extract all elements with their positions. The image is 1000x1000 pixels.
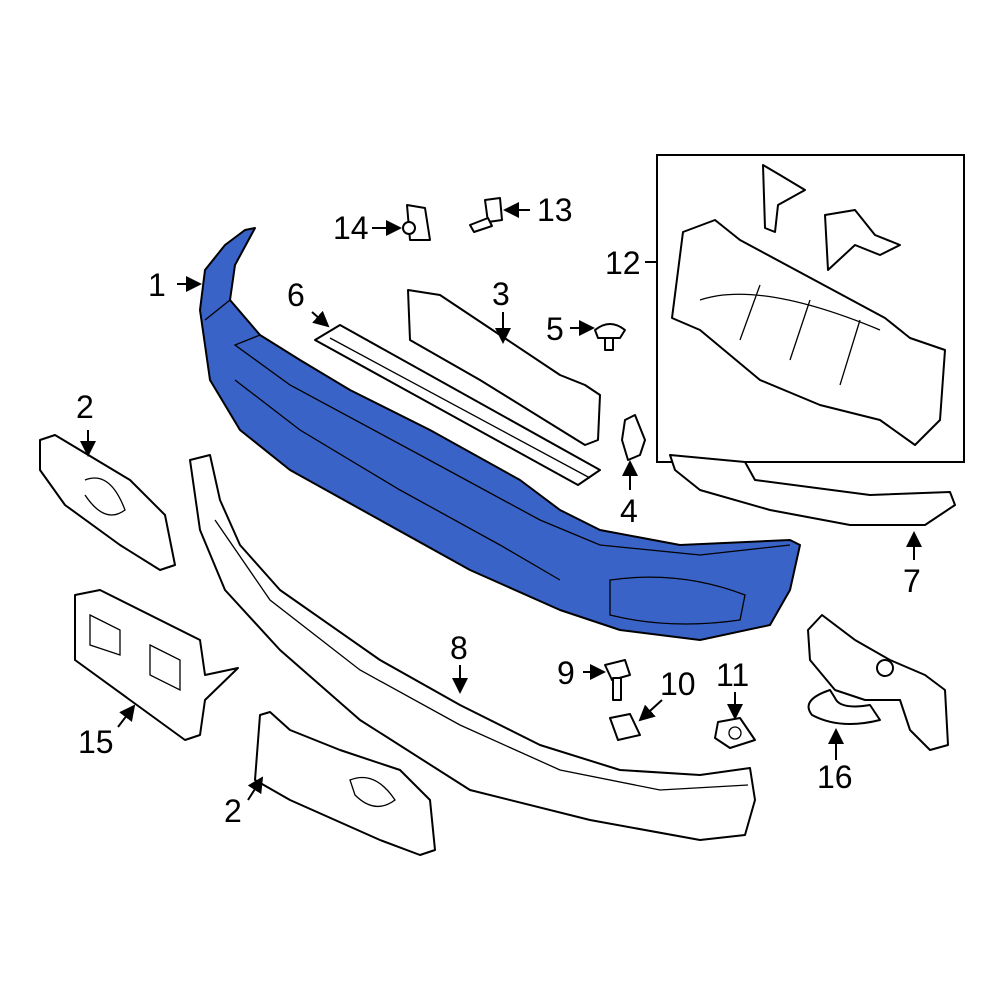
part-4-retainer [621,414,646,461]
callout-9: 9 [557,655,575,691]
callout-2-lower: 2 [224,793,242,829]
part-9-bolt [604,659,631,701]
part-13-bolt [469,197,503,233]
part-8-valance [189,454,756,841]
callout-10: 10 [660,666,696,702]
part-5-push-pin [594,323,626,351]
part-14-nut [402,204,431,241]
callout-arrows [80,202,922,801]
part-12-radiator-support-deflector [656,154,965,463]
callout-13: 13 [537,192,573,228]
callout-11: 11 [716,657,749,693]
part-10-clip [609,713,641,741]
callout-2-upper: 2 [76,389,94,425]
part-2-lower-bracket [254,711,436,856]
callout-3: 3 [492,276,510,312]
callout-5: 5 [546,311,564,347]
callout-14: 14 [333,210,369,246]
callout-1: 1 [148,267,166,303]
callout-12: 12 [605,245,641,281]
part-7-bracket [669,454,956,526]
callout-8: 8 [450,630,468,666]
part-15-license-bracket [74,589,239,741]
callout-6: 6 [287,277,305,313]
callout-15: 15 [78,724,114,760]
part-1-bumper-face-bar [199,227,801,641]
callout-16: 16 [817,759,853,795]
callout-4: 4 [620,493,638,529]
part-11-nut [714,717,756,749]
part-2-upper-bracket [39,434,176,571]
callout-7: 7 [903,563,921,599]
part-16-tow-hook [807,614,949,751]
